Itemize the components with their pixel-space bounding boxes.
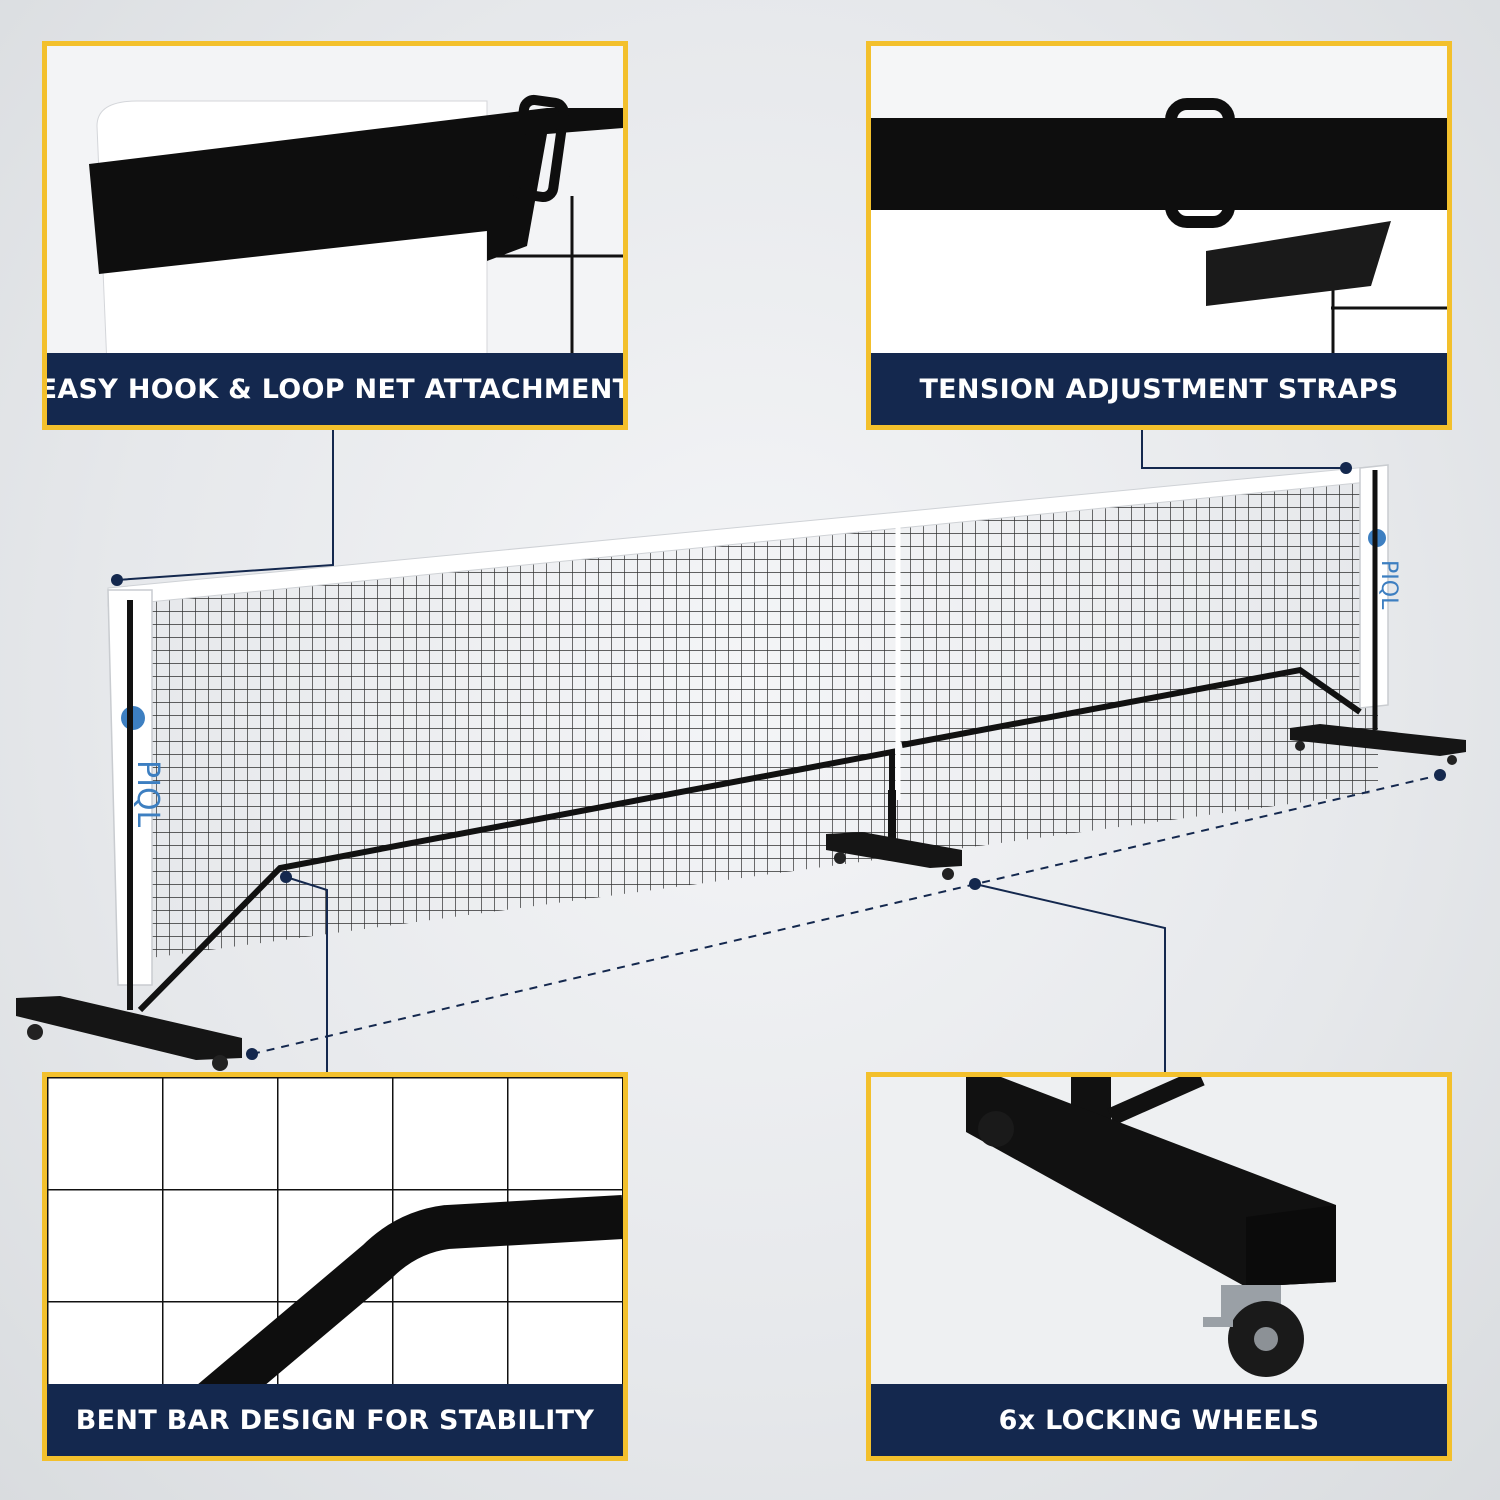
right-base	[1290, 724, 1466, 756]
bent-bar	[137, 748, 895, 1013]
feature-panel-bent-bar: BENT BAR DESIGN FOR STABILITY	[42, 1072, 628, 1461]
bent-bar-right	[901, 666, 1362, 748]
wheel-lock-icon	[1203, 1317, 1233, 1327]
left-base	[16, 996, 242, 1060]
wheel-icon	[978, 1111, 1014, 1147]
feature-caption: EASY HOOK & LOOP NET ATTACHMENT	[47, 353, 623, 425]
strap-buckle-icon	[508, 94, 569, 203]
center-base	[826, 832, 962, 868]
feature-panel-hook-loop: EASY HOOK & LOOP NET ATTACHMENT	[42, 41, 628, 430]
feature-caption: 6x LOCKING WHEELS	[871, 1384, 1447, 1456]
logo-text-left: PIQL	[130, 760, 165, 828]
logo-text-right: PIQL	[1376, 560, 1401, 610]
feature-caption: BENT BAR DESIGN FOR STABILITY	[47, 1384, 623, 1456]
callout-lines	[116, 430, 1441, 1072]
feature-panel-tension-straps: TENSION ADJUSTMENT STRAPS	[866, 41, 1452, 430]
feature-panel-locking-wheels: 6x LOCKING WHEELS	[866, 1072, 1452, 1461]
feature-caption: TENSION ADJUSTMENT STRAPS	[871, 353, 1447, 425]
net-mesh	[150, 478, 1378, 958]
strap-buckle-icon	[1165, 98, 1235, 228]
